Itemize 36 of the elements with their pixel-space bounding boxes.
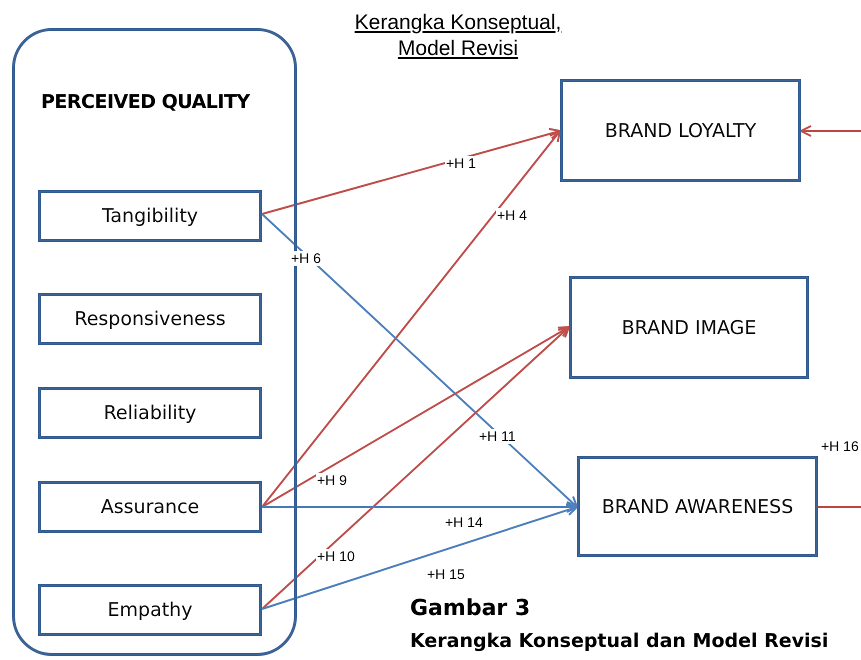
edge-label: +H 6 [290,251,322,266]
edge-label: +H 14 [444,515,484,530]
caption-subtitle: Kerangka Konseptual dan Model Revisi [410,630,828,652]
concept-label: Reliability [104,402,196,424]
edge-label: +H 10 [316,549,356,564]
arrow [262,128,561,215]
concept-label: BRAND LOYALTY [604,120,756,142]
edge-label: +H 1 [445,156,477,171]
caption: Gambar 3 [410,596,530,621]
concept-label: Responsiveness [74,308,226,330]
concept-label: Assurance [100,496,200,518]
concept-box [577,456,818,557]
edge-label: +H 15 [426,567,466,582]
edge-label: +H 4 [496,208,528,223]
arrow [800,125,861,508]
concept-box [38,293,262,345]
arrow [262,504,578,610]
concept-box [560,79,801,182]
group-heading: PERCEIVED QUALITY [41,91,250,113]
concept-label: Empathy [108,599,192,621]
arrow [261,326,570,610]
concept-label: BRAND AWARENESS [602,496,794,518]
concept-box [38,190,262,242]
title: Kerangka Konseptual, Model Revisi [354,10,562,62]
edge-label: +H 16 [820,439,860,454]
arrow [262,326,570,508]
concept-box [38,481,262,533]
concept-label: Tangibility [102,205,198,227]
arrow [261,213,578,508]
concept-box [569,276,809,379]
concept-box [38,584,262,636]
hypothesis-label: +H 11 [478,429,517,444]
concept-box [38,387,262,439]
arrow [261,130,561,508]
concept-label: BRAND IMAGE [622,316,756,338]
edge-label: +H 9 [316,473,348,488]
